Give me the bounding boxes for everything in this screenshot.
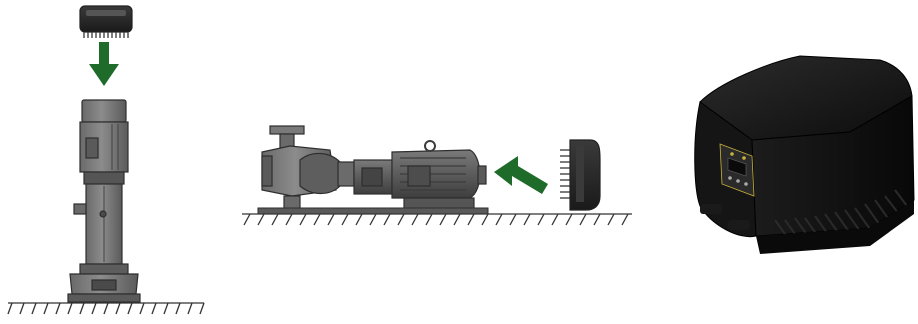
horizontal-pump-icon: [262, 126, 354, 212]
drive-unit-photo: [695, 56, 914, 254]
ground-hatch-icon: [8, 303, 204, 314]
coupling-guard: [354, 160, 392, 194]
vertical-pump-icon: [68, 100, 140, 302]
drive-unit-icon: [80, 6, 132, 38]
drive-unit-icon: [560, 140, 600, 210]
down-arrow-icon: [89, 42, 119, 86]
base-plate: [258, 208, 488, 214]
horizontal-pump-panel: [242, 126, 632, 225]
vertical-pump-panel: [8, 6, 204, 314]
ground-hatch-icon: [242, 214, 632, 225]
diagonal-arrow-icon: [494, 156, 548, 194]
motor-icon: [392, 141, 486, 210]
